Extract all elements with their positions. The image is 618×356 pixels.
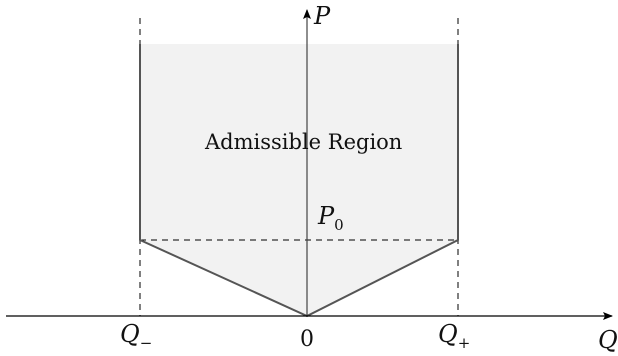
p0-subscript: 0 [334,216,344,234]
q-minus-subscript: − [140,334,153,352]
p0-base: P [317,202,335,230]
q-minus-label: Q− [120,320,152,352]
admissible-region-label: Admissible Region [204,130,402,154]
q-plus-label: Q+ [438,320,470,352]
p0-label: P0 [317,202,344,234]
origin-label: 0 [300,327,314,352]
q-axis-label: Q [598,326,618,354]
q-minus-base: Q [120,320,140,348]
q-plus-base: Q [438,320,458,348]
q-plus-subscript: + [458,334,471,352]
p-axis-label: P [313,2,331,30]
admissible-region-fill [140,44,458,316]
